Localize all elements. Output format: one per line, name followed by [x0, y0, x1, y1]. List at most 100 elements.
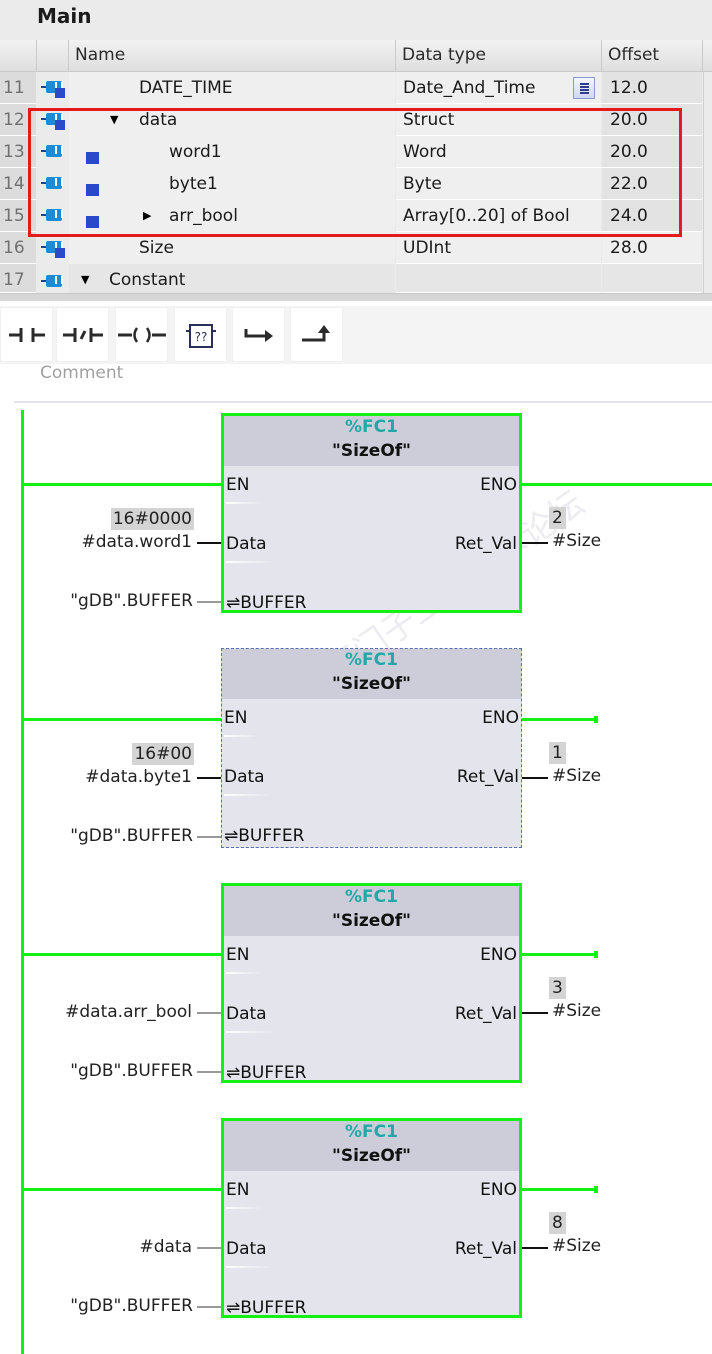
data-operand[interactable]: #data.word1 [81, 532, 192, 552]
close-branch-button[interactable] [290, 307, 343, 362]
row-name[interactable]: data [139, 110, 178, 130]
pin-en[interactable]: EN [226, 945, 250, 965]
row-number: 17 [0, 264, 36, 293]
table-row[interactable]: 12 ▼ data Struct 20.0 [0, 104, 712, 137]
expand-down-icon[interactable]: ▼ [110, 113, 119, 126]
table-row[interactable]: 17 ▼ Constant [0, 264, 712, 296]
network-comment[interactable]: Comment [40, 363, 124, 381]
eno-rung [522, 718, 596, 721]
block-instance: %FC1 [345, 417, 398, 437]
no-contact-icon [8, 327, 45, 342]
normally-open-contact-button[interactable] [0, 307, 53, 362]
pin-ret-val[interactable]: Ret_Val [456, 767, 519, 787]
member-tag-icon [37, 168, 69, 200]
svg-text:??: ?? [194, 330, 207, 344]
row-name[interactable]: DATE_TIME [139, 78, 233, 98]
header-data-type[interactable]: Data type [396, 40, 602, 71]
row-name[interactable]: Size [139, 238, 174, 258]
data-wire [197, 1012, 221, 1014]
member-tag-icon [37, 136, 69, 168]
buffer-operand[interactable]: "gDB".BUFFER [70, 1061, 193, 1081]
table-row[interactable]: 14 byte1 Byte 22.0 [0, 168, 712, 201]
pin-en[interactable]: EN [224, 708, 248, 728]
block-header: %FC1 "SizeOf" [224, 1121, 519, 1171]
row-number: 16 [0, 232, 36, 264]
pin-ret-val[interactable]: Ret_Val [454, 1004, 517, 1024]
ret-operand[interactable]: #Size [552, 1236, 602, 1256]
row-name[interactable]: Constant [109, 270, 186, 290]
pin-ret-val[interactable]: Ret_Val [454, 534, 517, 554]
sizeof-function-block[interactable]: %FC1 "SizeOf" EN ENO Data Ret_Val ⇌BUFFE… [221, 1118, 522, 1318]
pin-data[interactable]: Data [224, 767, 265, 787]
member-square-icon [86, 152, 99, 164]
static-tag-icon [37, 104, 69, 136]
pin-ret-val[interactable]: Ret_Val [454, 1239, 517, 1259]
header-name[interactable]: Name [69, 40, 396, 71]
member-tag-icon [37, 264, 69, 296]
pin-data[interactable]: Data [226, 534, 267, 554]
data-block-table: Main Name Data type Offset 11 DATE_TIME … [0, 0, 712, 301]
pin-en[interactable]: EN [226, 475, 250, 495]
pin-eno[interactable]: ENO [482, 708, 519, 728]
rung-end-icon [594, 716, 598, 723]
row-name[interactable]: word1 [169, 142, 222, 162]
normally-closed-contact-button[interactable] [56, 307, 109, 362]
table-row[interactable]: 13 word1 Word 20.0 [0, 136, 712, 169]
row-data-type[interactable]: Struct [396, 104, 601, 136]
data-operand[interactable]: #data [139, 1237, 192, 1257]
table-title: Main [37, 4, 92, 28]
ret-operand[interactable]: #Size [552, 766, 602, 786]
block-header: %FC1 "SizeOf" [222, 649, 521, 699]
pin-en[interactable]: EN [226, 1180, 250, 1200]
sizeof-function-block[interactable]: %FC1 "SizeOf" EN ENO Data Ret_Val ⇌BUFFE… [221, 883, 522, 1083]
header-num [0, 40, 37, 71]
pin-eno[interactable]: ENO [480, 945, 517, 965]
row-data-type[interactable]: Array[0..20] of Bool [396, 200, 601, 232]
data-operand[interactable]: #data.arr_bool [65, 1002, 192, 1022]
comment-divider [14, 401, 712, 403]
table-row[interactable]: 15 ▶ arr_bool Array[0..20] of Bool 24.0 [0, 200, 712, 233]
panel-splitter[interactable] [0, 293, 712, 301]
pin-eno[interactable]: ENO [480, 475, 517, 495]
row-data-type[interactable]: Word [396, 136, 601, 168]
data-operand[interactable]: #data.byte1 [85, 767, 192, 787]
row-data-type[interactable]: UDInt [396, 232, 601, 264]
buffer-operand[interactable]: "gDB".BUFFER [70, 591, 193, 611]
eno-rung [522, 483, 712, 486]
ret-wire [522, 777, 548, 779]
expand-down-icon[interactable]: ▼ [81, 273, 90, 286]
table-row[interactable]: 16 Size UDInt 28.0 [0, 232, 712, 265]
block-header: %FC1 "SizeOf" [224, 886, 519, 936]
ret-monitor-value: 1 [549, 742, 566, 764]
buffer-operand[interactable]: "gDB".BUFFER [70, 826, 193, 846]
row-data-type[interactable]: Date_And_Time [396, 72, 601, 104]
ret-operand[interactable]: #Size [552, 531, 602, 551]
open-branch-button[interactable] [232, 307, 285, 362]
pin-buffer[interactable]: ⇌BUFFER [224, 826, 305, 846]
header-offset[interactable]: Offset [602, 40, 703, 71]
row-name[interactable]: arr_bool [169, 206, 238, 226]
eno-rung [522, 1188, 596, 1191]
block-name: "SizeOf" [331, 674, 412, 694]
empty-box-button[interactable]: ?? [174, 307, 227, 362]
buffer-operand[interactable]: "gDB".BUFFER [70, 1296, 193, 1316]
expand-right-icon[interactable]: ▶ [143, 209, 152, 222]
row-data-type [396, 264, 601, 293]
sizeof-function-block[interactable]: %FC1 "SizeOf" EN ENO Data Ret_Val ⇌BUFFE… [221, 413, 522, 613]
pin-buffer[interactable]: ⇌BUFFER [226, 1298, 307, 1318]
row-name[interactable]: byte1 [169, 174, 218, 194]
sizeof-function-block[interactable]: %FC1 "SizeOf" EN ENO Data Ret_Val ⇌BUFFE… [221, 648, 522, 848]
pin-buffer[interactable]: ⇌BUFFER [226, 1063, 307, 1083]
pin-data[interactable]: Data [226, 1004, 267, 1024]
output-coil-button[interactable] [115, 307, 168, 362]
buffer-wire [197, 1071, 221, 1073]
table-row[interactable]: 11 DATE_TIME Date_And_Time 12.0 [0, 72, 712, 105]
type-list-button[interactable] [573, 77, 595, 99]
data-wire [197, 542, 221, 544]
table-header: Name Data type Offset [0, 40, 712, 72]
row-data-type[interactable]: Byte [396, 168, 601, 200]
pin-buffer[interactable]: ⇌BUFFER [226, 593, 307, 613]
ret-operand[interactable]: #Size [552, 1001, 602, 1021]
pin-data[interactable]: Data [226, 1239, 267, 1259]
pin-eno[interactable]: ENO [480, 1180, 517, 1200]
